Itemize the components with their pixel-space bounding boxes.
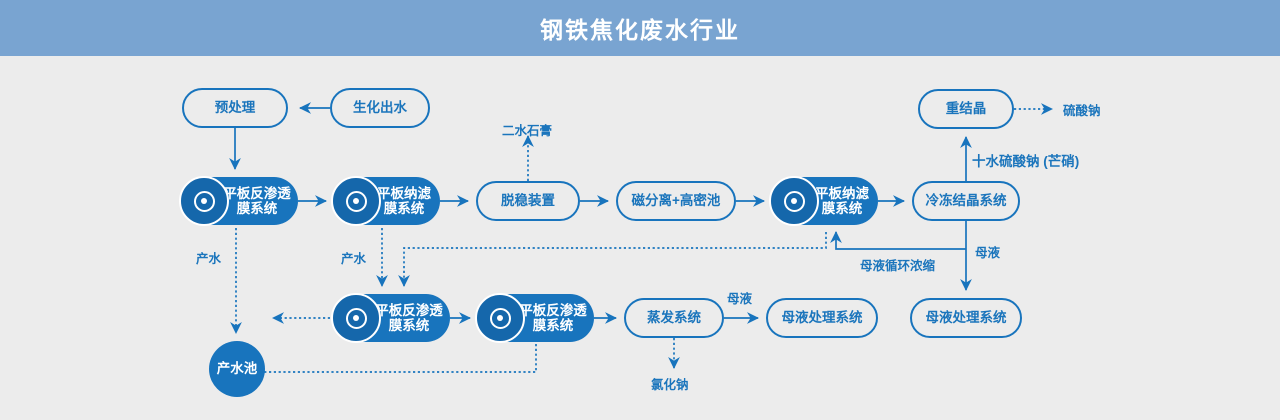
node-label: 平板反渗透 膜系统 [519, 302, 587, 333]
page-header: 钢铁焦化废水行业 [0, 0, 1280, 56]
node-label: 蒸发系统 [647, 310, 701, 326]
membrane-disc-icon [179, 176, 229, 226]
membrane-disc-icon [475, 293, 525, 343]
edge-label-mother-liquor-recycle: 母液循环浓缩 [860, 259, 936, 273]
node-mother-liquor-system-1[interactable]: 母液处理系统 [766, 298, 878, 338]
node-label: 产水池 [216, 361, 258, 377]
node-label: 生化出水 [353, 100, 407, 116]
node-ro-membrane-2[interactable]: 平板反渗透 膜系统 [331, 293, 450, 343]
node-label: 平板反渗透 膜系统 [223, 185, 291, 216]
node-pretreatment[interactable]: 预处理 [182, 88, 288, 128]
edge-label-sodium-sulfate: 硫酸钠 [1063, 104, 1101, 118]
node-nf-membrane-1[interactable]: 平板纳滤 膜系统 [331, 176, 440, 226]
edge-label-sodium-chloride: 氯化钠 [651, 378, 689, 392]
node-label: 平板纳滤 膜系统 [815, 185, 869, 216]
node-evaporation-system[interactable]: 蒸发系统 [624, 298, 724, 338]
edge-label-mirabilite: 十水硫酸钠 (芒硝) [972, 154, 1080, 169]
edge-label-product-water-1: 产水 [196, 252, 222, 266]
node-product-water-pool[interactable]: 产水池 [209, 341, 265, 397]
node-mother-liquor-system-2[interactable]: 母液处理系统 [910, 298, 1022, 338]
node-freeze-crystallization[interactable]: 冷冻结晶系统 [912, 181, 1020, 221]
node-label: 磁分离+高密池 [631, 193, 721, 209]
node-ro-membrane-3[interactable]: 平板反渗透 膜系统 [475, 293, 594, 343]
node-ro-membrane-1[interactable]: 平板反渗透 膜系统 [179, 176, 298, 226]
node-label: 脱稳装置 [501, 193, 555, 209]
node-label: 母液处理系统 [925, 310, 1007, 326]
edge-ml-recycle [830, 231, 966, 250]
node-recrystallization[interactable]: 重结晶 [918, 89, 1014, 129]
node-label: 平板纳滤 膜系统 [377, 185, 431, 216]
edge-label-mother-liquor-1: 母液 [727, 292, 753, 306]
node-label: 冷冻结晶系统 [925, 193, 1007, 209]
node-biochem-effluent[interactable]: 生化出水 [330, 88, 430, 128]
edge-nf2-loop-left [398, 232, 827, 287]
membrane-disc-icon [331, 293, 381, 343]
node-destabilizer[interactable]: 脱稳装置 [476, 181, 580, 221]
edge-label-gypsum: 二水石膏 [502, 124, 553, 138]
edge-label-mother-liquor-2: 母液 [975, 246, 1001, 260]
node-nf-membrane-2[interactable]: 平板纳滤 膜系统 [769, 176, 878, 226]
page-title: 钢铁焦化废水行业 [540, 17, 740, 43]
edge-label-product-water-2: 产水 [341, 252, 367, 266]
connector-layer [229, 102, 1053, 373]
node-label: 预处理 [214, 100, 256, 116]
node-label: 平板反渗透 膜系统 [375, 302, 443, 333]
membrane-disc-icon [331, 176, 381, 226]
membrane-disc-icon [769, 176, 819, 226]
edge-ro3-recycle-pool [231, 344, 537, 373]
node-magnetic-separation[interactable]: 磁分离+高密池 [616, 181, 736, 221]
flowchart-canvas: 生化出水 预处理 平板反渗透 膜系统 平板纳滤 膜系统 脱稳装置 磁分离+高密池 [0, 56, 1280, 420]
node-label: 母液处理系统 [781, 310, 863, 326]
node-label: 重结晶 [945, 101, 987, 117]
